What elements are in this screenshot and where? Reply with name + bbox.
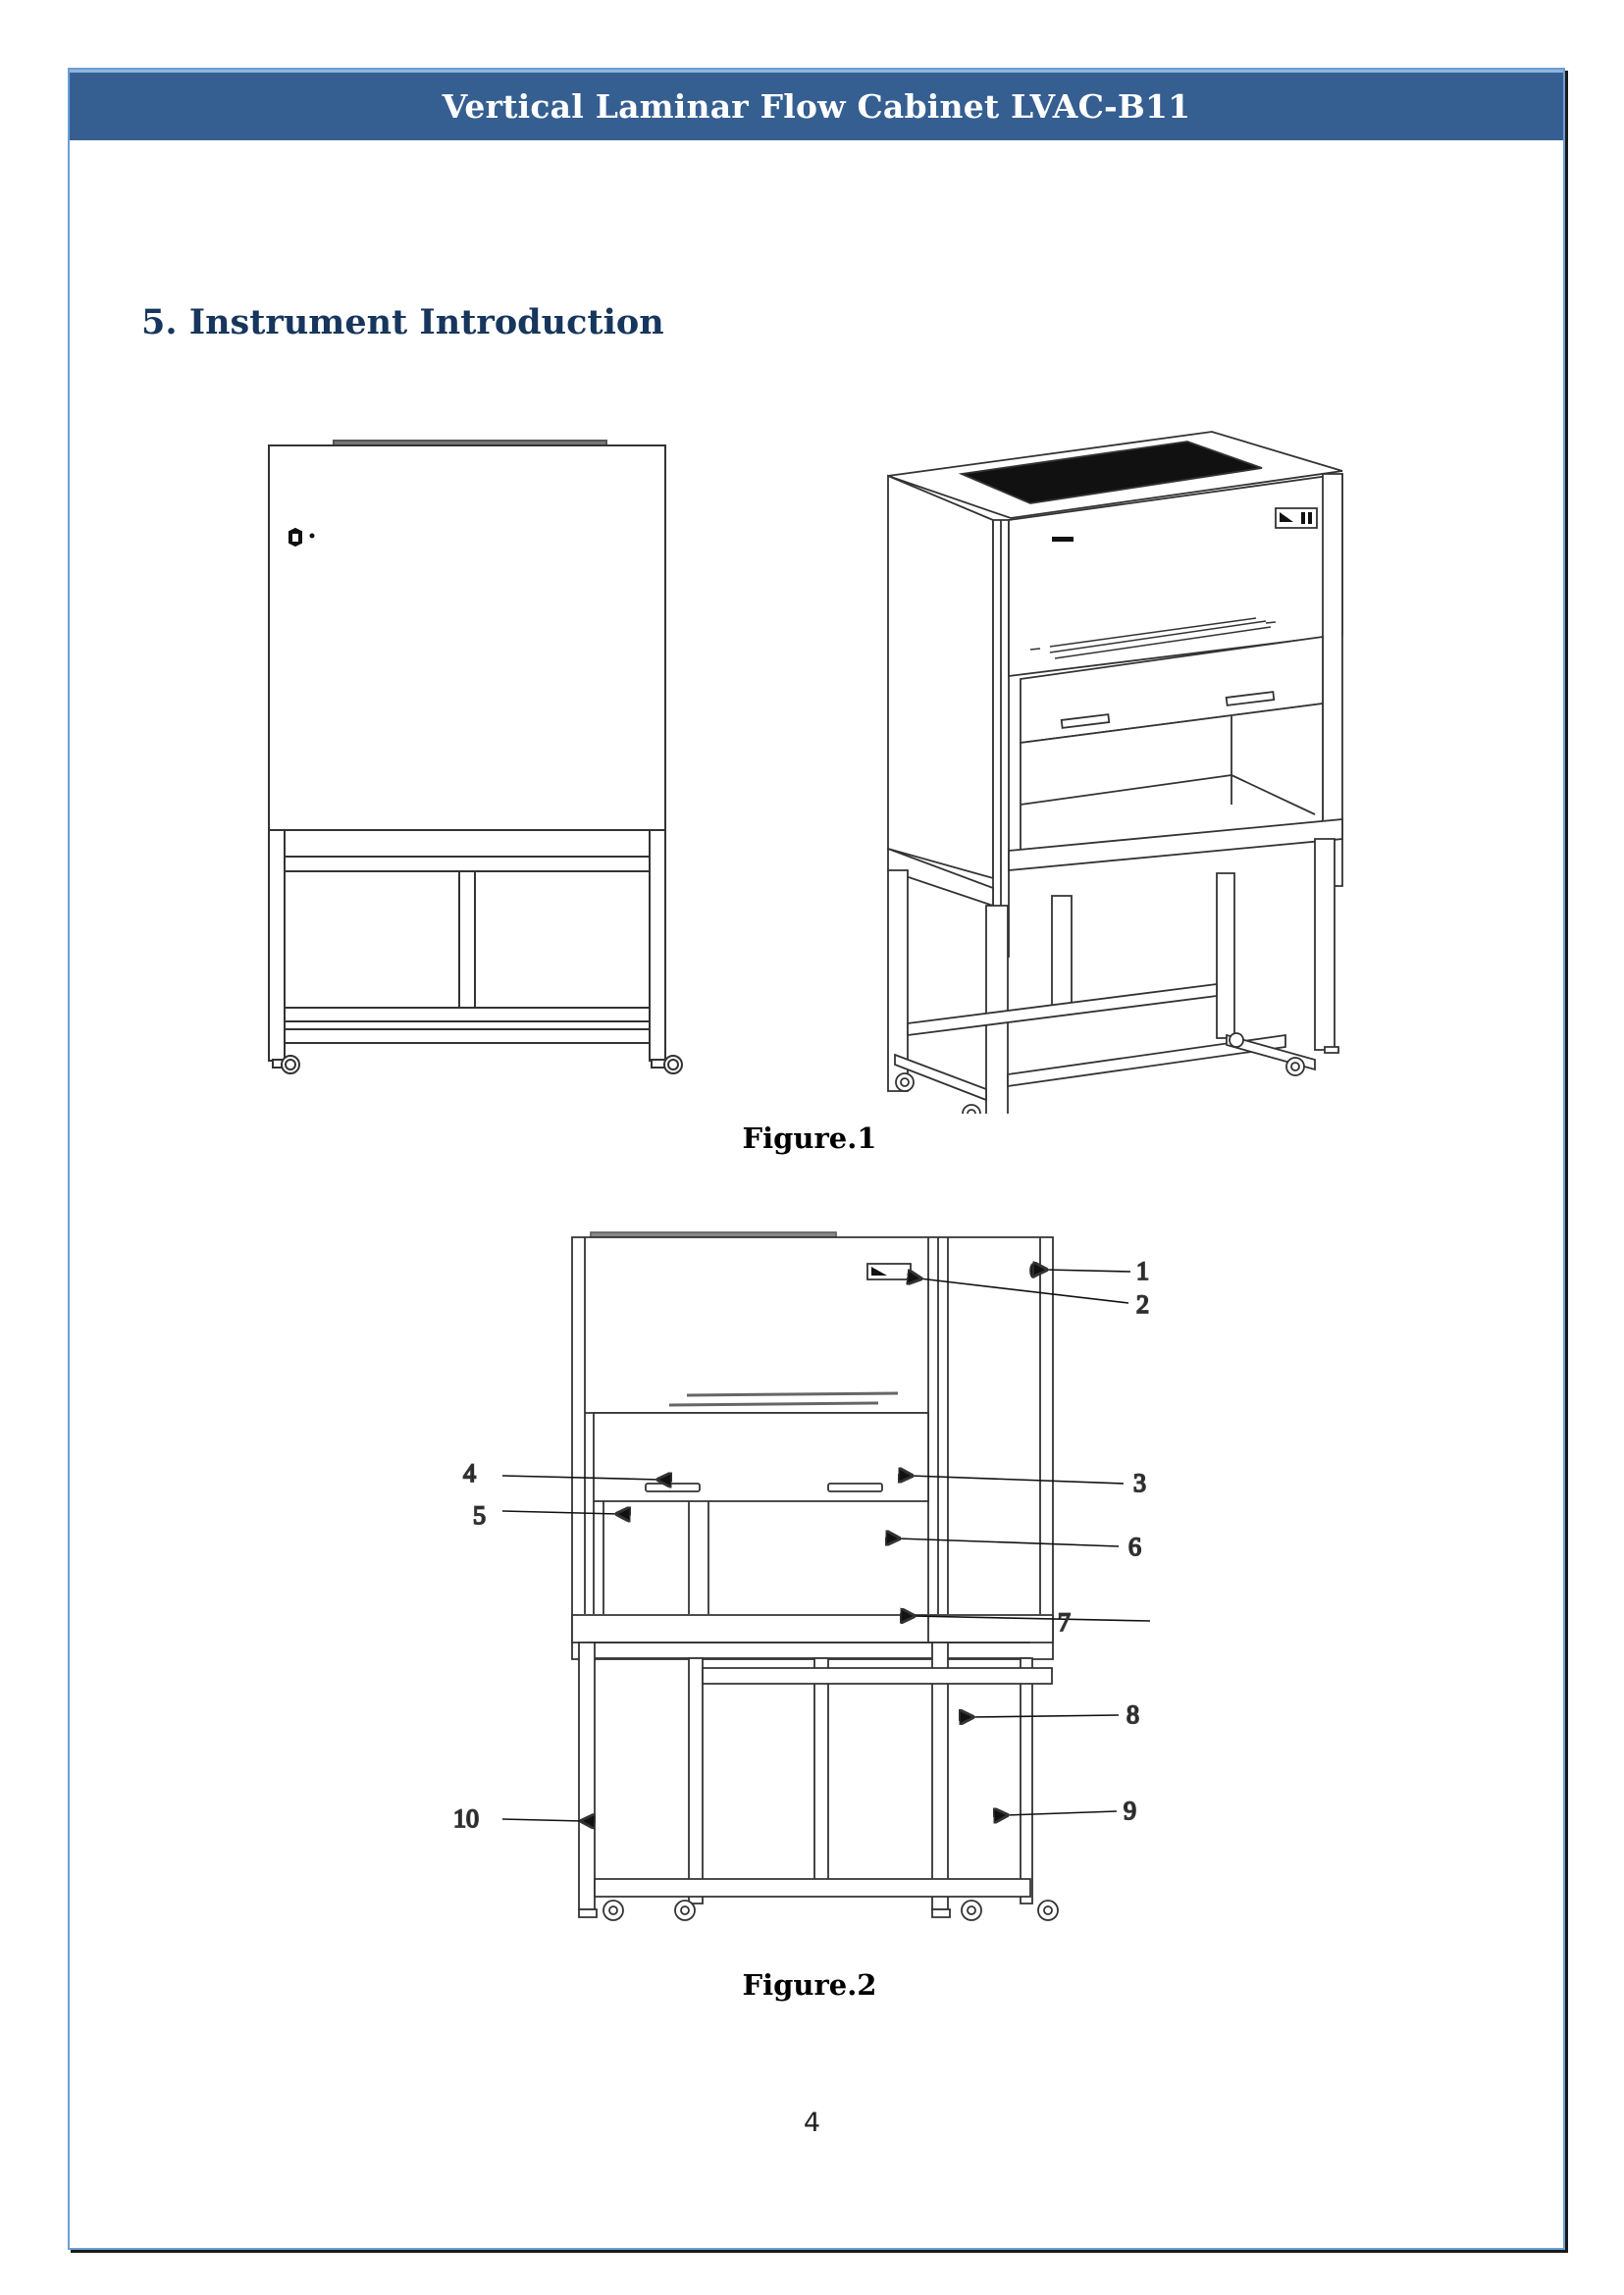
page-frame: [68, 68, 1565, 2250]
document-title: Vertical Laminar Flow Cabinet LVAC-B11: [442, 87, 1191, 126]
callout-label-1: 1: [1136, 1257, 1149, 1285]
callout-label-8: 8: [1126, 1700, 1139, 1729]
page-number: 4: [803, 2108, 821, 2138]
figure-2-caption: Figure.2: [742, 1968, 877, 2002]
callout-label-10: 10: [453, 1804, 479, 1833]
callout-label-7: 7: [1058, 1608, 1071, 1637]
power-switch-icon: [1030, 1264, 1036, 1278]
callout-line-6: [898, 1539, 1119, 1546]
callout-line-7: [913, 1616, 1150, 1621]
callout-line-9: [1006, 1811, 1117, 1815]
callout-line-8: [971, 1715, 1119, 1717]
figure-2-labeled-front-view: 1 2 3 4 5 6 7 8 9 10: [452, 1226, 1178, 1933]
callout-label-9: 9: [1124, 1797, 1136, 1825]
figure-1-isometric-view: [883, 427, 1374, 1114]
callout-line-5: [502, 1511, 618, 1514]
callout-line-2: [919, 1278, 1128, 1303]
callout-line-4: [502, 1476, 659, 1480]
callout-line-10: [502, 1819, 583, 1821]
callout-label-3: 3: [1133, 1469, 1146, 1497]
callout-label-2: 2: [1136, 1290, 1149, 1319]
header-band: Vertical Laminar Flow Cabinet LVAC-B11: [70, 70, 1563, 140]
power-switch-icon: [289, 529, 315, 546]
callout-line-3: [911, 1476, 1124, 1484]
figure-1-front-view: [265, 437, 687, 1084]
figure-1-caption: Figure.1: [742, 1121, 877, 1155]
callout-line-1: [1045, 1270, 1130, 1272]
callout-label-4: 4: [463, 1459, 476, 1487]
section-heading: 5. Instrument Introduction: [141, 302, 664, 342]
callout-label-5: 5: [473, 1501, 486, 1530]
callout-label-6: 6: [1128, 1533, 1141, 1561]
